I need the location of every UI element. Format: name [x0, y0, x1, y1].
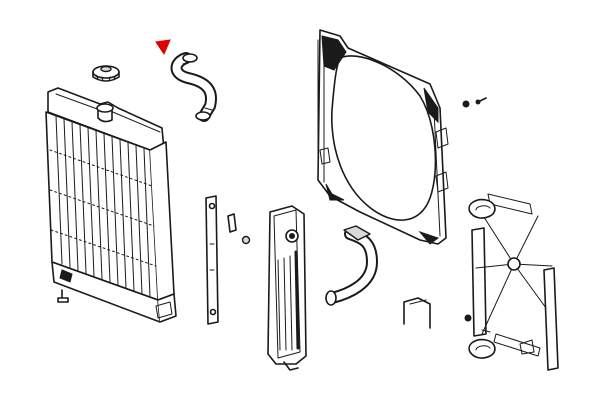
radiator-cap[interactable] — [92, 65, 120, 82]
fan-shroud-bracket-assembly[interactable] — [464, 193, 559, 371]
red-triangle-marker-icon — [155, 39, 171, 56]
upper-radiator-hose[interactable] — [170, 52, 217, 122]
shroud-screws — [462, 97, 487, 108]
strap-clip — [227, 213, 251, 245]
mounting-bracket[interactable] — [403, 297, 431, 329]
overflow-tank[interactable] — [267, 205, 307, 371]
radiator-core[interactable] — [45, 87, 177, 323]
mounting-strap[interactable] — [205, 195, 219, 325]
fan-shroud[interactable] — [317, 29, 449, 245]
lower-radiator-hose[interactable] — [325, 225, 379, 306]
